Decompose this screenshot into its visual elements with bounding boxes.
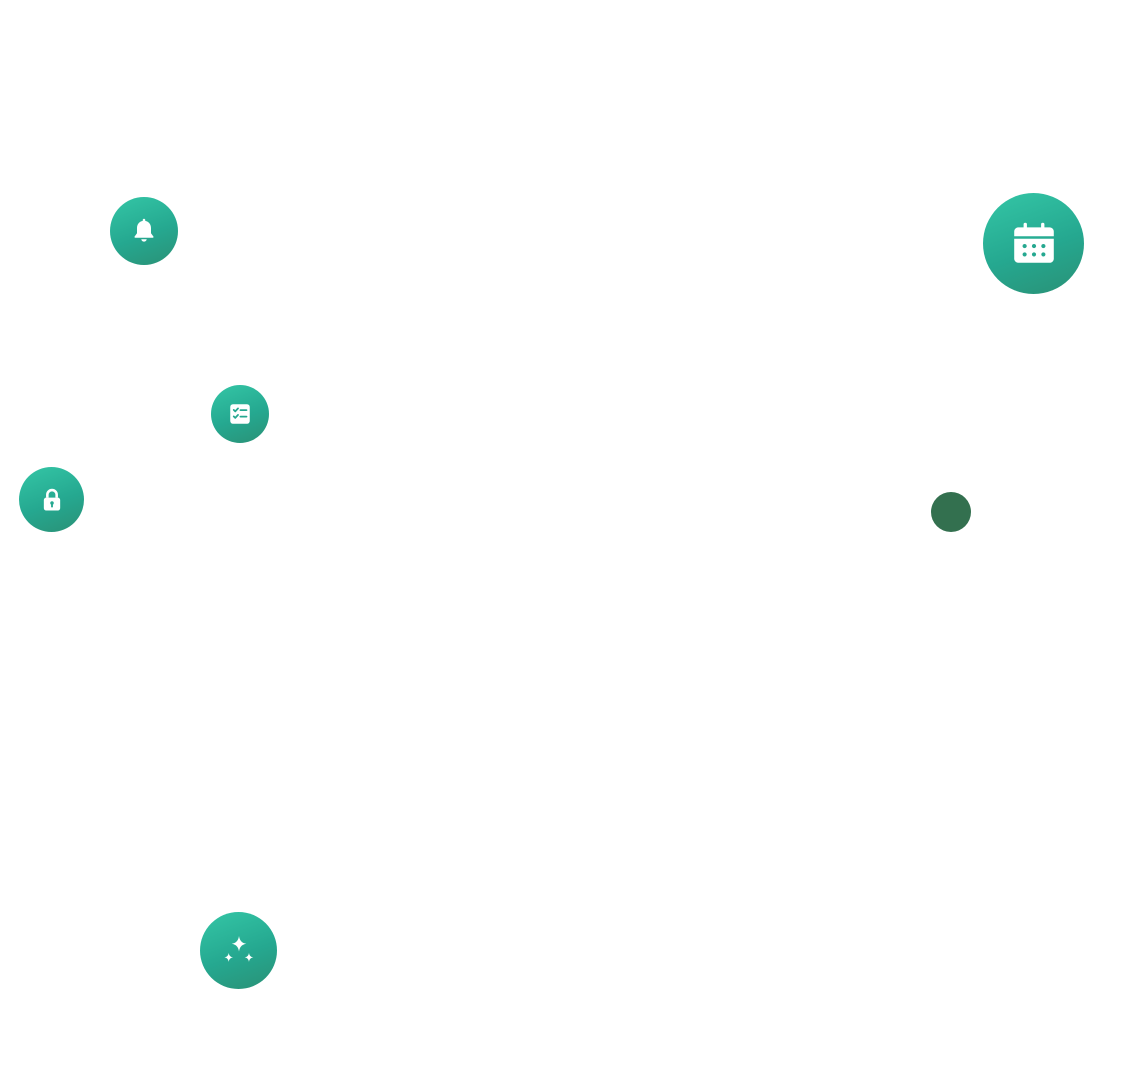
green-dot: [931, 492, 971, 532]
bell-icon: [134, 218, 154, 242]
calendar-badge: [960, 170, 1107, 317]
checklist-badge: [198, 372, 282, 456]
sparkles-badge: [183, 895, 294, 1006]
lock-badge: [4, 452, 99, 547]
checklist-icon: [230, 404, 250, 424]
bell-badge: [95, 182, 193, 280]
sparkles-icon: [223, 935, 253, 962]
calendar-icon: [1013, 222, 1054, 263]
lock-icon: [43, 488, 60, 510]
